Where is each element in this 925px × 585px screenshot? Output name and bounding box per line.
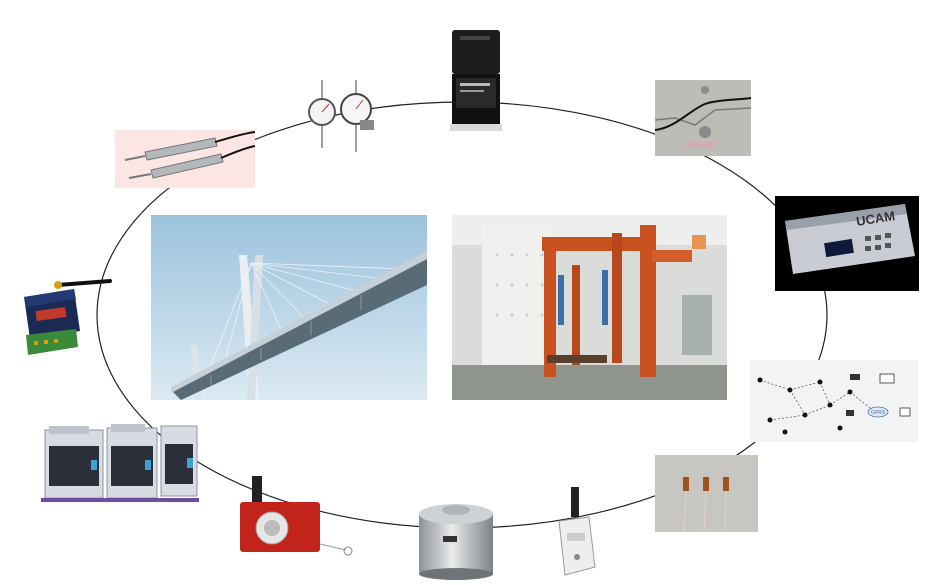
dial-gauges [305,80,385,152]
lvdt-probes [115,130,256,188]
load-cell [413,500,499,580]
strain-gauges [655,455,758,533]
lvdt-probe-icon [115,130,256,188]
load-cell-icon [419,504,493,580]
crack-sensor [654,80,752,156]
draw-wire-encoder-icon [240,476,353,556]
wireless-node [18,275,116,357]
lab-test-photo [452,215,727,400]
dial-gauge-icon [308,80,374,152]
wireless-network: GPRS [750,360,918,442]
logger-brand-text: UCAM [855,208,896,229]
bridge-photo [151,215,427,400]
bridge-illustration [151,215,427,400]
test-frame-illustration [452,215,727,400]
data-logger-icon: UCAM [775,196,919,291]
transmitter-icon [450,30,502,131]
strain-gauge-icon [655,455,758,533]
pressure-transmitter [450,28,502,131]
accelerometer [555,487,597,577]
data-logger: UCAM [775,196,919,291]
acquisition-modules [41,420,201,502]
draw-wire-sensor [238,476,358,556]
network-icon: GPRS [750,360,918,442]
acquisition-module-icon [41,424,201,502]
crack-gauge-icon [654,80,752,156]
network-gprs-label: GPRS [871,410,886,416]
accelerometer-icon [558,487,596,576]
wireless-node-icon [24,279,112,355]
